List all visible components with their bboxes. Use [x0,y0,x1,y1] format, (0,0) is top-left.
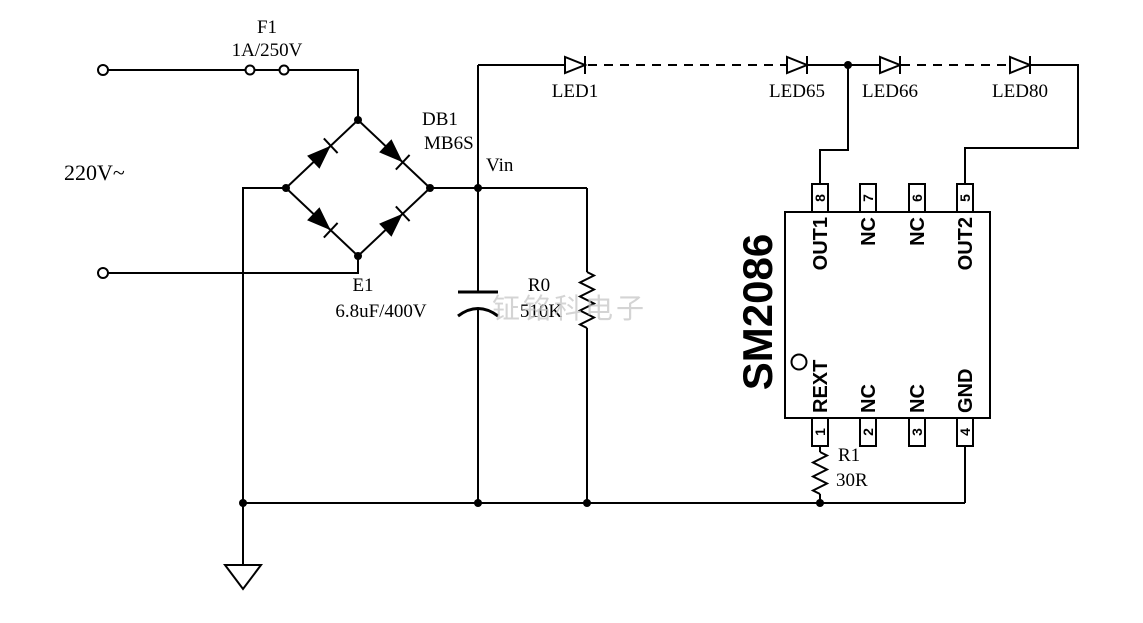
pin-num-8: 8 [812,194,828,202]
pin-num-5: 5 [957,194,973,202]
label-led1: LED1 [552,81,598,102]
pin-label-nc6: NC [907,217,929,246]
pin-box-4 [956,417,974,447]
pin-box-2 [859,417,877,447]
pin-label-gnd: GND [955,369,977,413]
input-terminal-bottom [97,267,109,279]
pin-box-8 [811,183,829,213]
pin1-indicator-circle [790,353,808,371]
label-led80: LED80 [992,81,1048,102]
label-led66: LED66 [862,81,918,102]
capacitor-symbol [457,290,499,318]
pin-box-7 [859,183,877,213]
label-bridge-ref: DB1 [422,109,458,130]
pin-label-nc3: NC [907,384,929,413]
input-terminal-top [97,64,109,76]
pin-label-out1: OUT1 [810,217,832,270]
label-cap-value: 6.8uF/400V [335,301,427,322]
label-r0-value: 510K [520,301,563,322]
pin-num-2: 2 [860,428,876,436]
bridge-diode-bottom-left [307,207,339,239]
pin-num-4: 4 [957,428,973,436]
fuse-symbol [244,64,290,76]
pin-box-1 [811,417,829,447]
ic-part-label: SM2086 [734,234,781,390]
bridge-rectifier-symbol [284,118,432,258]
pin-label-nc2: NC [858,384,880,413]
pin-box-6 [908,183,926,213]
resistor-r1-symbol [810,451,830,495]
bridge-diode-top-left [307,137,339,169]
pin-label-nc7: NC [858,217,880,246]
pin-label-rext: REXT [810,360,832,413]
led1-symbol [564,55,588,75]
label-bridge-part: MB6S [424,133,474,154]
label-vin: Vin [486,155,514,176]
pin-box-3 [908,417,926,447]
label-r1-ref: R1 [838,445,860,466]
led65-symbol [786,55,810,75]
bridge-diode-bottom-right [379,205,411,237]
bridge-diode-top-right [379,139,411,171]
resistor-r0-symbol [577,271,597,329]
led66-symbol [879,55,903,75]
pin-num-7: 7 [860,194,876,202]
junction-dots [239,61,852,507]
pin-num-6: 6 [909,194,925,202]
ic-body [784,211,991,419]
label-source-voltage: 220V~ [64,160,125,185]
pin-box-5 [956,183,974,213]
pin-label-out2: OUT2 [955,217,977,270]
led80-symbol [1009,55,1033,75]
label-r0-ref: R0 [528,275,550,296]
label-led65: LED65 [769,81,825,102]
label-cap-ref: E1 [352,275,373,296]
watermark-text: 钲铭科电子 [492,293,647,324]
label-fuse-value: 1A/250V [232,40,303,61]
label-fuse-ref: F1 [257,17,277,38]
ground-symbol [223,564,263,591]
wires [108,64,1079,565]
pin-num-1: 1 [812,428,828,436]
pin-num-3: 3 [909,428,925,436]
label-r1-value: 30R [836,470,868,491]
